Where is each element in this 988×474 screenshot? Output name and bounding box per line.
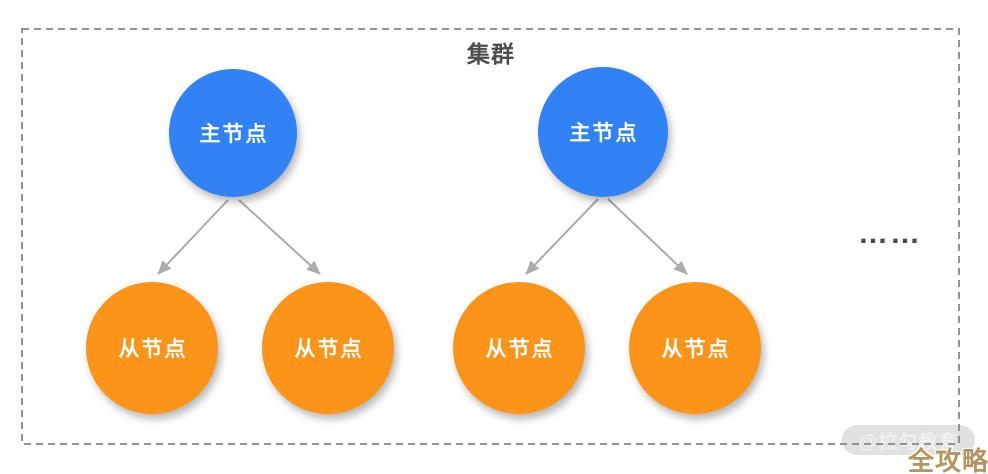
master-node-1-label: 主节点 bbox=[200, 122, 269, 146]
master-node-2-circle bbox=[538, 67, 668, 197]
arrow-master2-slave4 bbox=[607, 198, 688, 275]
watermark-pill: @拉勾教育 bbox=[842, 425, 975, 455]
arrow-master1-slave2 bbox=[238, 199, 321, 275]
slave-node-1-label: 从节点 bbox=[119, 337, 188, 361]
slave-node-3-circle bbox=[453, 282, 585, 414]
master-node-2-label: 主节点 bbox=[570, 121, 639, 145]
slave-node-1-circle bbox=[86, 282, 218, 414]
slave-node-2-circle bbox=[262, 282, 394, 414]
master-node-1-circle bbox=[169, 69, 297, 197]
diagram-title: 集群 bbox=[466, 41, 515, 67]
watermark-handle: @拉勾教育 bbox=[858, 431, 959, 453]
arrow-master2-slave3 bbox=[525, 198, 599, 275]
arrow-master1-slave1 bbox=[157, 199, 229, 275]
slave-node-4-circle bbox=[629, 282, 761, 414]
cluster-border bbox=[21, 28, 960, 445]
slave-node-3-label: 从节点 bbox=[486, 337, 555, 361]
slave-node-2-label: 从节点 bbox=[295, 337, 364, 361]
watermark-badge: 全攻略 bbox=[908, 446, 988, 474]
slave-node-4-label: 从节点 bbox=[662, 337, 731, 361]
ellipsis-dots: …… bbox=[858, 217, 922, 250]
